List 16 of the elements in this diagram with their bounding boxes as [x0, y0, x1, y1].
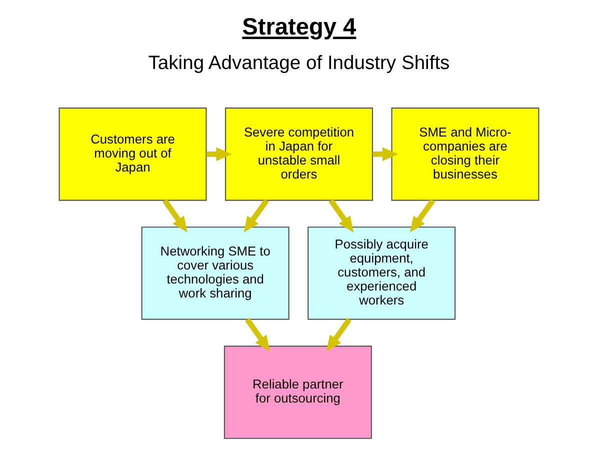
- diagram-title: Strategy 4: [242, 14, 356, 40]
- label: Taking Advantage of Industry Shifts: [148, 52, 450, 74]
- arrow: [243, 198, 268, 233]
- arrow: [244, 318, 270, 352]
- node-box: SME and Micro-companies are closing their businesses: [390, 108, 539, 201]
- node-box: Possibly acquire equipment, customers, and experienced workers: [307, 226, 456, 320]
- arrow: [326, 318, 351, 352]
- node-box: Severe competition in Japan for unstable small orders: [224, 108, 372, 201]
- node-box: Customers are moving out of Japan: [58, 108, 206, 201]
- arrow: [372, 147, 398, 162]
- node-box: Reliable partner for outsourcing: [223, 346, 372, 439]
- arrow: [328, 198, 354, 233]
- node-box: Networking SME to cover various technologies and work sharing: [140, 226, 289, 320]
- arrow: [409, 198, 435, 233]
- arrow: [162, 198, 187, 233]
- arrow: [206, 147, 232, 162]
